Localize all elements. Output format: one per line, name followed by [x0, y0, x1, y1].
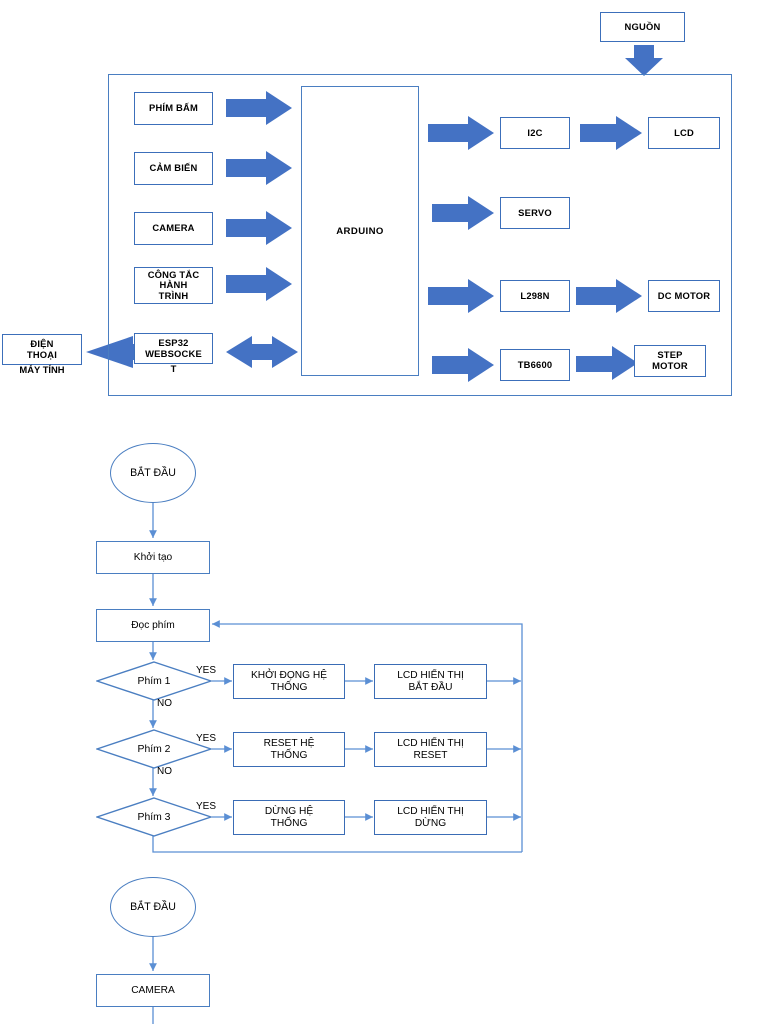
block-external-phone-computer: ĐIỆN THOẠI	[2, 334, 82, 365]
block-external-line2: THOẠI	[26, 348, 58, 360]
flow-action-start-system-line1: KHỞI ĐỌNG HỆ	[250, 670, 328, 682]
block-input-cong-tac-line3: TRÌNH	[158, 289, 189, 301]
flow-action-stop-system-line2: THỐNG	[270, 817, 308, 829]
block-output-l298n: L298N	[500, 280, 570, 312]
block-output-i2c-label: I2C	[527, 126, 543, 138]
flow-action-reset-system-line1: RESET HỆ	[263, 738, 315, 750]
block-input-cong-tac-line2: HÀNH	[159, 279, 188, 291]
block-output-dc-motor-label: DC MOTOR	[657, 289, 711, 301]
flow2-step-camera: CAMERA	[96, 974, 210, 1007]
flow-decision-key2: Phím 2	[96, 729, 212, 769]
block-input-cam-bien: CẢM BIẾN	[134, 152, 213, 185]
flow-start-label: BẮT ĐẦU	[130, 467, 176, 479]
flow-display-reset: LCD HIỂN THỊ RESET	[374, 732, 487, 767]
block-external-line1: ĐIỆN	[30, 337, 54, 349]
block-output-dc-motor: DC MOTOR	[648, 280, 720, 312]
diamond-shape-key1	[96, 661, 212, 701]
flow-action-start-system: KHỞI ĐỌNG HỆ THỐNG	[233, 664, 345, 699]
flow-step-read-key-label: Đọc phím	[131, 619, 175, 631]
flow2-step-camera-label: CAMERA	[131, 984, 175, 996]
diamond-shape-key3	[96, 797, 212, 837]
block-arduino-label: ARDUINO	[336, 225, 384, 237]
block-input-cong-tac-hanh-trinh: CÔNG TẮC HÀNH TRÌNH	[134, 267, 213, 304]
block-input-phim-bam: PHÍM BẤM	[134, 92, 213, 125]
flow-action-reset-system-line2: THỐNG	[270, 749, 308, 761]
block-external-line3: MÁY TÍNH	[19, 364, 65, 375]
block-output-tb6600: TB6600	[500, 349, 570, 381]
flow2-start-label: BẮT ĐẦU	[130, 901, 176, 913]
block-arduino: ARDUINO	[301, 86, 419, 376]
flow-action-start-system-line2: THỐNG	[270, 681, 308, 693]
flow-step-read-key: Đọc phím	[96, 609, 210, 642]
block-input-esp32-line2: WEBSOCKE	[145, 347, 202, 359]
block-input-esp32-line3: T	[170, 363, 177, 374]
block-power-label: NGUỒN	[624, 20, 661, 32]
block-input-camera-label: CAMERA	[152, 222, 195, 234]
block-input-esp32-websocket: ESP32 WEBSOCKE	[134, 333, 213, 364]
block-power: NGUỒN	[600, 12, 685, 42]
flow-decision-key2-label: Phím 2	[137, 743, 171, 755]
flow-key1-yes-label: YES	[196, 665, 217, 676]
block-input-camera: CAMERA	[134, 212, 213, 245]
block-output-step-motor: STEP MOTOR	[634, 345, 706, 377]
flow-display-stop-line1: LCD HIỂN THỊ	[397, 806, 464, 818]
flow-decision-key1: Phím 1	[96, 661, 212, 701]
flow-decision-key1-label: Phím 1	[137, 675, 171, 687]
flow-display-start: LCD HIỂN THỊ BẮT ĐẦU	[374, 664, 487, 699]
flow2-start-terminator: BẮT ĐẦU	[110, 877, 196, 937]
flow-key3-yes-label: YES	[196, 801, 217, 812]
flow-start-terminator: BẮT ĐẦU	[110, 443, 196, 503]
block-output-servo-label: SERVO	[518, 206, 552, 218]
block-input-phim-bam-label: PHÍM BẤM	[149, 102, 198, 114]
block-output-i2c: I2C	[500, 117, 570, 149]
flow-display-stop-line2: DỪNG	[414, 817, 447, 829]
block-input-cam-bien-label: CẢM BIẾN	[149, 162, 198, 174]
block-output-lcd-label: LCD	[674, 126, 694, 138]
block-input-cong-tac-line1: CÔNG TẮC	[147, 268, 200, 280]
flow-key2-no-label: NO	[157, 766, 172, 777]
flow-step-init: Khởi tạo	[96, 541, 210, 574]
block-output-step-motor-line1: STEP	[657, 349, 683, 361]
flow-action-stop-system: DỪNG HỆ THỐNG	[233, 800, 345, 835]
block-output-l298n-label: L298N	[520, 289, 550, 301]
flow-action-reset-system: RESET HỆ THỐNG	[233, 732, 345, 767]
flow-display-start-line2: BẮT ĐẦU	[408, 681, 453, 693]
block-output-tb6600-label: TB6600	[517, 358, 553, 370]
flow-display-start-line1: LCD HIỂN THỊ	[397, 670, 464, 682]
block-output-servo: SERVO	[500, 197, 570, 229]
flow-display-reset-line2: RESET	[413, 749, 448, 761]
arrow-power-down	[625, 45, 663, 76]
diamond-shape-key2	[96, 729, 212, 769]
block-output-step-motor-line2: MOTOR	[652, 360, 688, 371]
flow-step-init-label: Khởi tạo	[133, 551, 173, 563]
flow-decision-key3: Phím 3	[96, 797, 212, 837]
flow-display-stop: LCD HIỂN THỊ DỪNG	[374, 800, 487, 835]
system-boundary-frame	[108, 74, 732, 396]
flow-decision-key3-label: Phím 3	[137, 811, 171, 823]
block-output-lcd: LCD	[648, 117, 720, 149]
flow-key1-no-label: NO	[157, 698, 172, 709]
link-key3no-loop	[152, 836, 522, 853]
flow-key2-yes-label: YES	[196, 733, 217, 744]
flow-action-stop-system-line1: DỪNG HỆ	[264, 806, 314, 818]
flow-display-reset-line1: LCD HIỂN THỊ	[397, 738, 464, 750]
block-input-esp32-line1: ESP32	[158, 336, 189, 348]
